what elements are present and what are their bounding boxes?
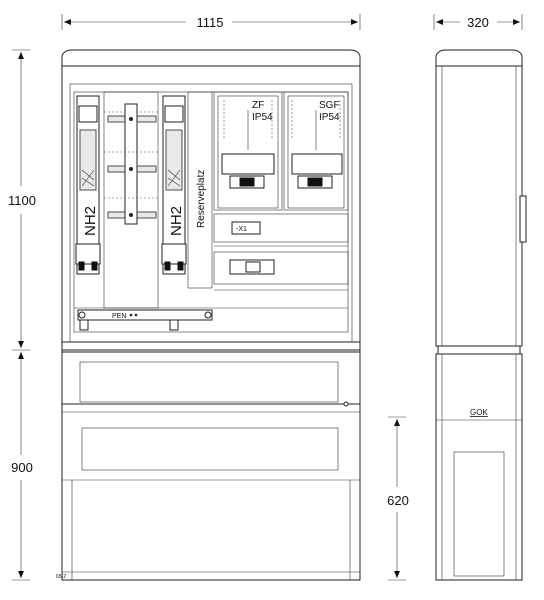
dim-width-label: 1115 <box>197 15 224 30</box>
drawing-number: 65-2 <box>56 574 66 580</box>
reserve-slot: Reserveplatz <box>187 91 213 289</box>
busbar-column-left <box>103 91 159 309</box>
meter-board-sgf: SGF IP54 <box>283 91 349 211</box>
side-view: GOK <box>435 49 527 581</box>
reserve-label: Reserveplatz <box>196 170 207 228</box>
dim-depth-label: 320 <box>467 15 489 30</box>
dim-height-lower-label: 900 <box>11 460 33 475</box>
dim-height-upper-label: 1100 <box>8 193 36 208</box>
dimension-height-lower: 900 <box>11 352 33 581</box>
lower-section: 65-2 <box>56 351 361 581</box>
meter-zf-label: ZF <box>252 100 264 111</box>
fuse-block-left: NH2 <box>75 95 101 275</box>
meter-sgf-label: SGF <box>319 100 340 111</box>
fuse-block-right: NH2 <box>161 95 187 275</box>
gok-label: GOK <box>470 408 488 417</box>
front-view: NH2 NH2 <box>56 49 361 581</box>
dimension-height-socket: 620 <box>387 416 409 581</box>
fuse-left-label: NH2 <box>82 206 99 236</box>
meter-sgf-ip-label: IP54 <box>319 112 340 123</box>
din-rails: -X1 <box>213 213 349 291</box>
dimension-height-upper: 1100 <box>8 49 36 351</box>
dim-height-socket-label: 620 <box>387 493 409 508</box>
pen-rail: PEN <box>77 309 213 331</box>
terminal-x1-label: -X1 <box>236 226 247 233</box>
fuse-right-label: NH2 <box>168 206 185 236</box>
dimension-width-front: 1115 <box>61 14 361 30</box>
pen-label: PEN <box>112 313 126 320</box>
dimension-depth-side: 320 <box>433 14 523 30</box>
meter-board-zf: ZF IP54 <box>213 91 283 211</box>
meter-zf-ip-label: IP54 <box>252 112 273 123</box>
